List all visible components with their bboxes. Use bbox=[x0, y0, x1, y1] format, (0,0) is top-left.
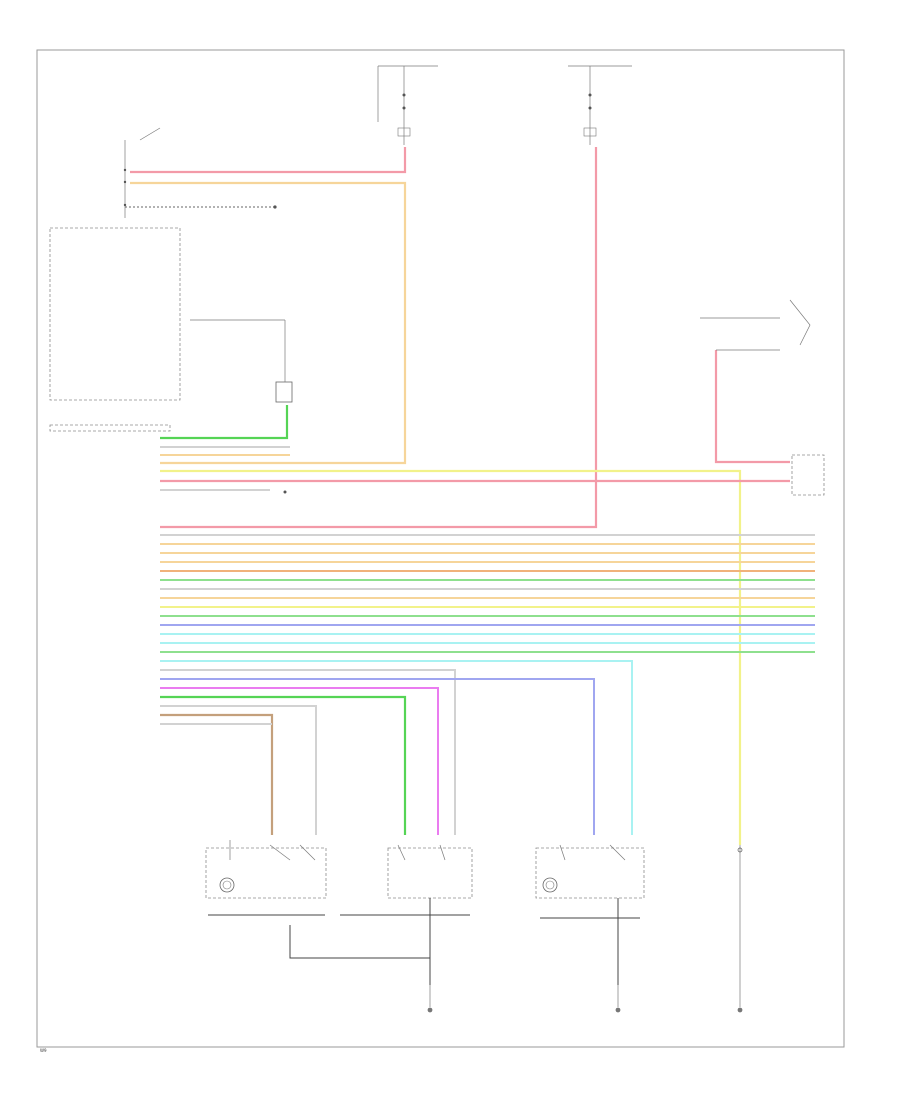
switch-icon bbox=[737, 845, 743, 985]
switch-icon bbox=[535, 844, 645, 985]
switch-icon bbox=[205, 840, 327, 916]
wire-gray-drop-2 bbox=[160, 705, 317, 835]
wire-gray-2 bbox=[160, 489, 287, 494]
upper-module bbox=[123, 127, 161, 218]
diagram-frame bbox=[36, 49, 845, 1048]
ground-icon bbox=[615, 985, 621, 1013]
switch-icon bbox=[289, 844, 473, 985]
ground-icon bbox=[737, 985, 743, 1013]
wire-yellow-long bbox=[160, 469, 742, 845]
motor-icon bbox=[222, 880, 555, 890]
wire-orange-drop bbox=[160, 713, 274, 835]
ground-wire-upper bbox=[125, 205, 277, 209]
wire-green-splice bbox=[160, 405, 289, 440]
wire-gray-1 bbox=[160, 446, 290, 456]
right-module bbox=[700, 299, 825, 496]
wire-green-drop bbox=[160, 695, 407, 835]
wire-gray-drop bbox=[160, 669, 456, 835]
wire-violet-drop bbox=[160, 687, 439, 835]
ground-icon bbox=[427, 985, 433, 1013]
fuse-feed-right bbox=[568, 65, 632, 145]
harness-bus bbox=[160, 534, 815, 653]
wire-blue-drop bbox=[160, 678, 595, 835]
fuse-feed-left bbox=[377, 65, 438, 145]
splice-icon bbox=[190, 319, 293, 403]
wire-light-blue-drop bbox=[160, 660, 633, 835]
footer-code: W9 bbox=[40, 1048, 47, 1053]
sensor-module-box bbox=[49, 227, 181, 401]
wire-pink-feed bbox=[130, 147, 407, 174]
wire-tan-feed bbox=[130, 181, 407, 465]
wire-pink-battery bbox=[160, 147, 598, 529]
instrument-cluster-box bbox=[49, 424, 171, 432]
connector-icon bbox=[397, 127, 597, 137]
